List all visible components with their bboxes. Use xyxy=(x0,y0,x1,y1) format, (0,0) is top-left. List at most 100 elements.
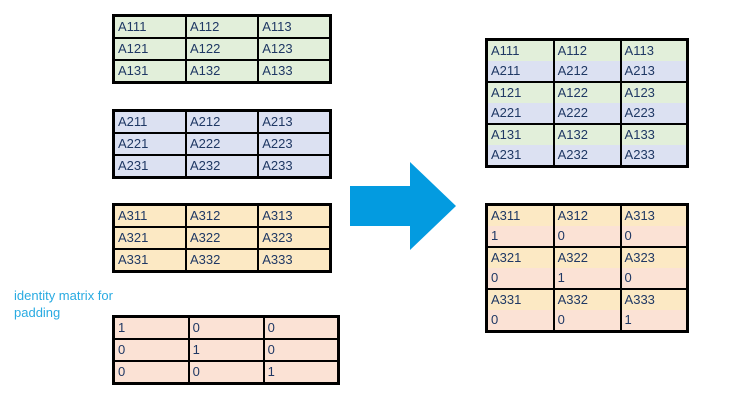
cell-label-top: A111 xyxy=(488,41,553,61)
cell-label: A331 xyxy=(118,252,149,267)
cell-value-bottom: 0 xyxy=(554,226,620,246)
cell-value: 0 xyxy=(192,320,200,335)
cell-label: A312 xyxy=(189,208,221,223)
cell-label: A233 xyxy=(262,158,293,173)
merged-cell: A311 1 xyxy=(485,203,555,248)
matrix-cell: A322 xyxy=(184,226,260,250)
matrix-cell: A232 xyxy=(184,154,260,179)
cell-value: 1 xyxy=(118,320,126,335)
matrix-cell: A122 xyxy=(184,37,260,61)
table-row: A111 A211 A112 A212 A113 A213 xyxy=(485,38,689,83)
matrix-cell: A223 xyxy=(257,132,332,156)
merged-cell: A312 0 xyxy=(552,203,622,248)
matrix-cell: 0 xyxy=(262,315,340,340)
matrix-cell: 0 xyxy=(112,360,190,385)
cell-label: A131 xyxy=(118,63,149,78)
merged-cell: A323 0 xyxy=(619,246,689,290)
table-row: A131 A231 A132 A232 A133 A233 xyxy=(485,123,689,168)
matrix-cell: A132 xyxy=(184,59,260,84)
cell-label-top: A122 xyxy=(554,83,620,103)
cell-value: 0 xyxy=(267,342,275,357)
matrix-cell: A131 xyxy=(112,59,187,84)
merged-cell: A333 1 xyxy=(619,288,689,333)
cell-label-top: A311 xyxy=(488,206,553,226)
merged-cell: A123 A223 xyxy=(619,81,689,125)
matrix-cell: A111 xyxy=(112,14,187,39)
table-row: A231 A232 A233 xyxy=(112,154,332,179)
cell-label-bottom: A221 xyxy=(488,103,553,123)
merged-cell: A321 0 xyxy=(485,246,555,290)
cell-label-bottom: A222 xyxy=(554,103,620,123)
cell-label-top: A323 xyxy=(621,248,686,268)
cell-value: 0 xyxy=(267,320,275,335)
merged-cell: A322 1 xyxy=(552,246,622,290)
matrix-cell: A323 xyxy=(257,226,332,250)
cell-label: A321 xyxy=(118,230,149,245)
matrix-cell: A123 xyxy=(257,37,332,61)
matrix-cell: A332 xyxy=(184,248,260,273)
merged-cell: A113 A213 xyxy=(619,38,689,83)
cell-label: A132 xyxy=(189,63,221,78)
matrix-cell: A211 xyxy=(112,109,187,134)
matrix-cell: 0 xyxy=(187,360,265,385)
cell-label-top: A313 xyxy=(621,206,686,226)
cell-label-top: A331 xyxy=(488,290,553,310)
cell-value: 1 xyxy=(192,342,200,357)
merged-cell: A133 A233 xyxy=(619,123,689,168)
table-row: A311 1 A312 0 A313 0 xyxy=(485,203,689,248)
matrix-cell: A311 xyxy=(112,203,187,228)
cell-label-top: A322 xyxy=(554,248,620,268)
identity-matrix-caption: identity matrix for padding xyxy=(14,288,113,320)
cell-label-top: A312 xyxy=(554,206,620,226)
table-row: A131 A132 A133 xyxy=(112,59,332,84)
identity-matrix: 1 0 0 0 1 0 0 0 1 xyxy=(112,315,340,385)
table-row: 0 0 1 xyxy=(112,360,340,385)
matrix-cell: 0 xyxy=(112,338,190,362)
cell-label-bottom: A213 xyxy=(621,61,686,81)
cell-label: A221 xyxy=(118,136,149,151)
cell-label-top: A332 xyxy=(554,290,620,310)
merged-cell: A111 A211 xyxy=(485,38,555,83)
cell-label: A332 xyxy=(189,252,221,267)
cell-value-bottom: 1 xyxy=(488,226,553,246)
matrix-cell: A113 xyxy=(257,14,332,39)
cell-label: A222 xyxy=(189,136,221,151)
cell-label: A122 xyxy=(189,41,221,56)
cell-label-top: A133 xyxy=(621,125,686,145)
cell-label-bottom: A231 xyxy=(488,145,553,165)
cell-label: A113 xyxy=(262,19,292,34)
merged-cell: A132 A232 xyxy=(552,123,622,168)
matrix-cell: A112 xyxy=(184,14,260,39)
matrix-a3: A311 A312 A313 A321 A322 A323 A331 A332 … xyxy=(112,203,332,273)
table-row: A121 A221 A122 A222 A123 A223 xyxy=(485,81,689,125)
merged-cell: A313 0 xyxy=(619,203,689,248)
merged-cell: A131 A231 xyxy=(485,123,555,168)
cell-label: A223 xyxy=(262,136,293,151)
matrix-cell: 1 xyxy=(187,338,265,362)
merged-cell: A332 0 xyxy=(552,288,622,333)
matrix-cell: A213 xyxy=(257,109,332,134)
cell-value-bottom: 0 xyxy=(488,268,553,288)
cell-label: A231 xyxy=(118,158,149,173)
merged-cell: A122 A222 xyxy=(552,81,622,125)
cell-label-bottom: A232 xyxy=(554,145,620,165)
cell-label-top: A333 xyxy=(621,290,686,310)
cell-label-top: A121 xyxy=(488,83,553,103)
cell-label: A333 xyxy=(262,252,293,267)
table-row: A121 A122 A123 xyxy=(112,37,332,61)
table-row: A111 A112 A113 xyxy=(112,14,332,39)
table-row: 0 1 0 xyxy=(112,338,340,362)
matrix-cell: A233 xyxy=(257,154,332,179)
matrix-cell: A331 xyxy=(112,248,187,273)
table-row: A321 0 A322 1 A323 0 xyxy=(485,246,689,290)
table-row: A321 A322 A323 xyxy=(112,226,332,250)
table-row: A311 A312 A313 xyxy=(112,203,332,228)
cell-label-top: A113 xyxy=(621,41,686,61)
matrix-cell: 0 xyxy=(187,315,265,340)
cell-label: A212 xyxy=(189,114,221,129)
matrix-cell: A121 xyxy=(112,37,187,61)
cell-label-bottom: A223 xyxy=(621,103,686,123)
table-row: 1 0 0 xyxy=(112,315,340,340)
cell-label-top: A131 xyxy=(488,125,553,145)
cell-label: A322 xyxy=(189,230,221,245)
